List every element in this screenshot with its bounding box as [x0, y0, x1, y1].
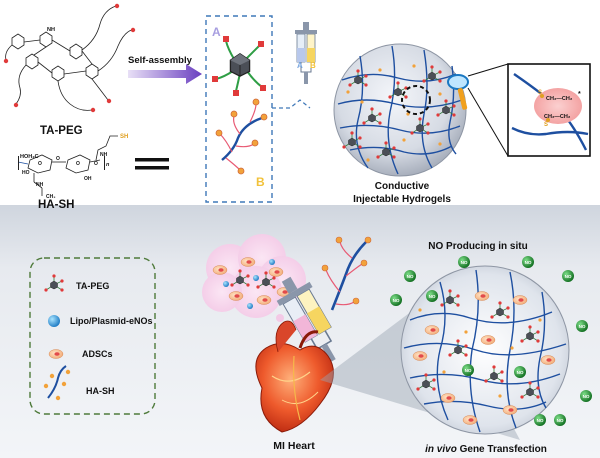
zoom-star: *	[578, 91, 581, 98]
box-a-label: A	[212, 25, 221, 39]
dual-syringe-large	[276, 276, 336, 363]
self-assembly-label: Self-assembly	[128, 55, 193, 66]
ta-peg-structure	[5, 5, 133, 111]
ha-sh-o3: O	[76, 161, 80, 167]
gene-label-italic: in vivo	[425, 444, 457, 455]
ta-peg-assembly-icon	[212, 36, 266, 96]
bracket-left	[18, 156, 19, 170]
dual-syringe-small	[295, 22, 317, 84]
zoom-ch-2: CH₂—CH₂	[544, 114, 571, 120]
zoom-line-bottom	[467, 87, 509, 157]
ha-sh-ho: HO	[22, 170, 30, 176]
hydrogel-label-line2: Injectable Hydrogels	[353, 194, 451, 205]
legend-label-adscs: ADSCs	[82, 349, 113, 359]
mi-heart	[255, 320, 334, 433]
ha-sh-oh: OH	[84, 176, 92, 182]
legend-label-lipo: Lipo/Plasmid-eNOs	[70, 316, 153, 326]
in-vivo-hydrogel	[400, 265, 570, 435]
ha-sh-sh: SH	[120, 134, 128, 140]
no-producing-title: NO Producing in situ	[428, 241, 527, 252]
ha-sh-o4: O	[94, 161, 98, 167]
hydrogel-sphere	[333, 43, 467, 177]
ha-sh-polymer-bottom	[321, 236, 372, 311]
ta-peg-end-groups	[3, 3, 136, 113]
zoom-s-2: S	[544, 122, 548, 128]
ha-sh-hoh2c: HOH₂C	[20, 154, 39, 160]
box-b-label: B	[256, 175, 265, 189]
magnifier-icon	[447, 74, 469, 110]
equals-bottom-bar	[135, 166, 169, 170]
gene-transfection-label: in vivo Gene Transfection	[425, 444, 547, 455]
ha-sh-polymer-icon	[215, 98, 268, 175]
hydrogel-label-line1: Conductive	[375, 181, 430, 192]
ha-sh-ch3: CH₃	[46, 194, 56, 200]
legend-lipo-icon	[48, 315, 60, 327]
gene-label-rest: Gene Transfection	[457, 444, 547, 455]
legend-label-ta-peg: TA-PEG	[76, 281, 109, 291]
zoom-s-1: S	[538, 90, 542, 96]
ta-peg-label: TA-PEG	[40, 125, 83, 137]
ha-sh-n: n	[106, 162, 110, 168]
self-assembly-arrow	[128, 64, 202, 84]
legend-box	[29, 257, 156, 415]
heart-label: MI Heart	[273, 440, 315, 452]
dashed-connector	[272, 99, 311, 109]
syringe-b-label: B	[310, 61, 316, 70]
ha-sh-o1: O	[38, 161, 42, 167]
bracket-right	[104, 156, 105, 170]
ta-peg-nh-label: NH	[47, 27, 55, 33]
ha-sh-label: HA-SH	[38, 199, 74, 211]
equals-top-bar	[135, 158, 169, 162]
ha-sh-nh-lower: NH	[36, 182, 44, 188]
zoom-inset	[507, 63, 591, 157]
syringe-a-label: A	[297, 61, 303, 70]
legend-adsc-icon	[48, 349, 64, 359]
legend-ha-sh-icon	[43, 365, 71, 401]
ha-sh-structure	[17, 135, 118, 196]
zoom-circle	[401, 85, 431, 115]
zoom-ch-1: CH₂—CH₂	[546, 96, 573, 102]
ha-sh-nh-upper: NH	[100, 152, 108, 158]
ha-sh-o2: O	[56, 156, 60, 162]
legend-label-ha-sh: HA-SH	[86, 386, 115, 396]
zoom-line-top	[467, 63, 509, 77]
